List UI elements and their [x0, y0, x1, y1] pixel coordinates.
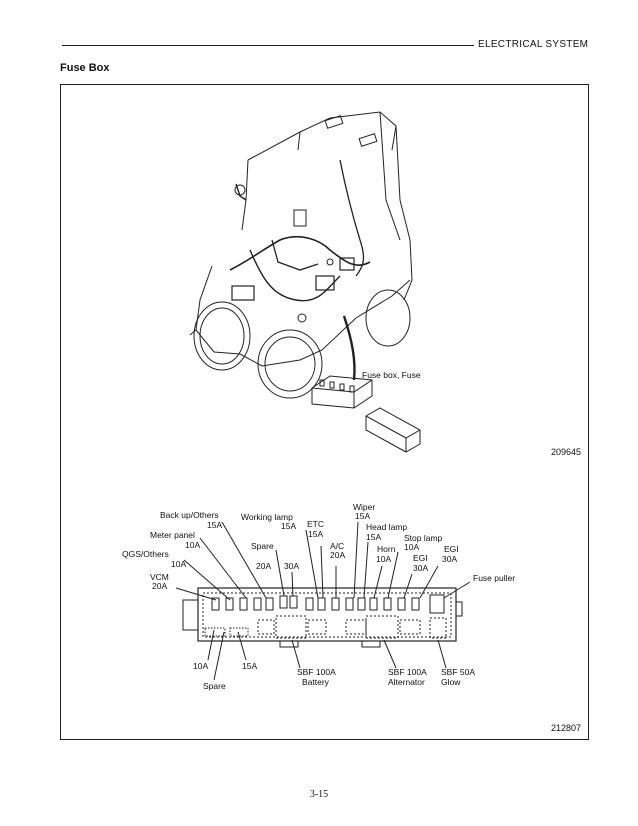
fuse-box-callout: Fuse box, Fuse — [362, 370, 421, 380]
label-back-up-amp: 15A — [207, 520, 223, 530]
label-sbf-glow-sub: Glow — [441, 677, 461, 687]
label-vcm: VCM — [150, 572, 169, 582]
label-etc: ETC — [307, 519, 324, 529]
label-stop-lamp: Stop lamp — [404, 533, 443, 543]
figure-number-top: 209645 — [551, 447, 582, 457]
figure-frame — [60, 84, 589, 740]
label-spare-30a: 30A — [284, 561, 300, 571]
label-ac: A/C — [330, 541, 345, 551]
label-spare-10a: 10A — [193, 661, 209, 671]
forklift-drawing — [189, 111, 413, 399]
label-meter-panel: Meter panel — [150, 530, 195, 540]
label-sbf-alternator-sub: Alternator — [388, 677, 425, 687]
label-spare-top: Spare — [251, 541, 274, 551]
label-wiper-amp: 15A — [355, 511, 371, 521]
page-title: Fuse Box — [60, 62, 110, 74]
label-wiper: Wiper — [353, 502, 376, 512]
label-sbf-glow: SBF 50A — [441, 667, 476, 677]
label-qgs: QGS/Others — [122, 549, 169, 559]
label-meter-panel-amp: 10A — [185, 540, 201, 550]
page-number: 3-15 — [309, 789, 329, 800]
label-spare-20a: 20A — [256, 561, 272, 571]
label-fuse-puller: Fuse puller — [473, 573, 516, 583]
label-sbf-battery-sub: Battery — [302, 677, 329, 687]
label-spare-15a: 15A — [242, 661, 258, 671]
label-vcm-amp: 20A — [152, 581, 168, 591]
label-back-up: Back up/Others — [160, 510, 219, 520]
fuse-panel-drawing — [175, 521, 471, 681]
label-working-lamp: Working lamp — [241, 512, 293, 522]
header-rule — [62, 45, 474, 46]
label-spare-bottom: Spare — [203, 681, 226, 691]
label-head-lamp-amp: 15A — [366, 532, 382, 542]
label-egi-2: EGI — [444, 544, 459, 554]
label-sbf-battery: SBF 100A — [297, 667, 336, 677]
label-ac-amp: 20A — [330, 550, 346, 560]
label-sbf-alternator: SBF 100A — [388, 667, 427, 677]
section-header: ELECTRICAL SYSTEM — [478, 39, 589, 50]
label-working-lamp-amp: 15A — [281, 521, 297, 531]
label-egi-1-amp: 30A — [413, 563, 429, 573]
label-egi-2-amp: 30A — [442, 554, 458, 564]
label-horn-amp: 10A — [376, 554, 392, 564]
label-qgs-amp: 10A — [171, 559, 187, 569]
label-egi-1: EGI — [413, 553, 428, 563]
label-head-lamp: Head lamp — [366, 522, 408, 532]
figure-number-bottom: 212807 — [551, 723, 582, 733]
fuse-box-drawing — [311, 375, 421, 453]
label-stop-lamp-amp: 10A — [404, 542, 420, 552]
label-etc-amp: 15A — [308, 529, 324, 539]
label-horn: Horn — [377, 544, 396, 554]
